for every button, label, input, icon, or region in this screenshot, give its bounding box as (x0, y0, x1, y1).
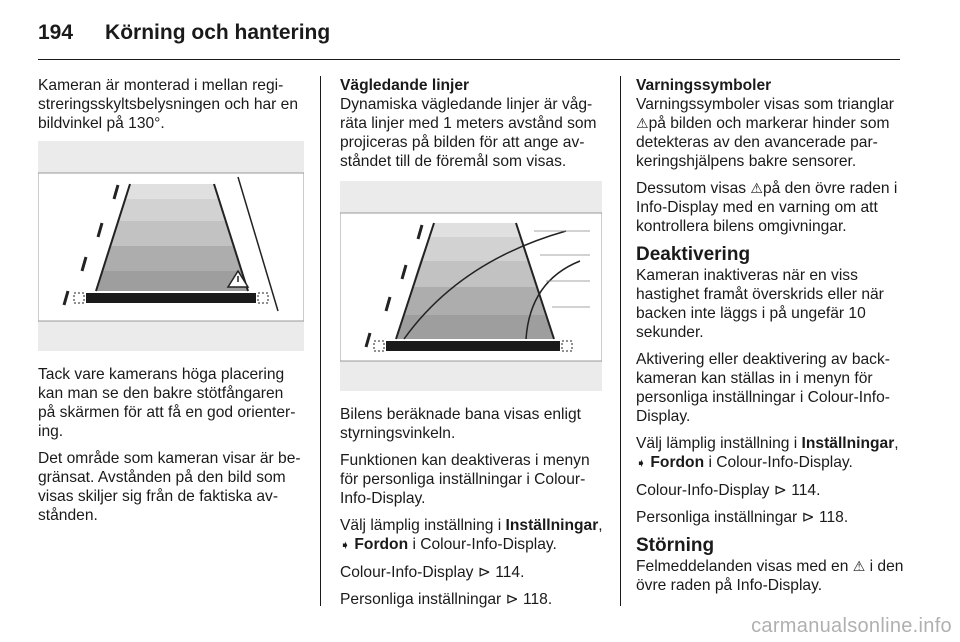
reference-arrow-icon: ⊳ (773, 482, 787, 499)
ref-page: 118. (523, 591, 553, 608)
section-heading: Varningssymboler (636, 77, 772, 94)
ref-text: Personliga inställningar (340, 591, 502, 608)
warning-triangle-icon: ⚠ (636, 115, 649, 131)
arrow-right-icon: ➧ (636, 456, 647, 470)
reference-arrow-icon: ⊳ (505, 591, 519, 608)
paragraph: Dessutom visas ⚠på den övre raden i Info… (636, 179, 904, 236)
menu-term: Inställningar (505, 517, 599, 534)
reference-arrow-icon: ⊳ (477, 564, 491, 581)
text: på den övre raden i Info-Display med en … (636, 180, 898, 235)
paragraph: Varningssymboler visas som trianglar ⚠på … (636, 95, 904, 171)
settings-path: Välj lämplig inställning i Inställningar… (340, 516, 606, 555)
camera-view-illustration (38, 172, 304, 322)
ref-text: Personliga inställningar (636, 509, 798, 526)
ref-text: Colour-Info-Display (636, 482, 770, 499)
column-divider (620, 76, 621, 606)
paragraph: Bilens beräknade bana visas enligt styrn… (340, 406, 581, 442)
chapter-title: Körning och hantering (105, 21, 331, 44)
camera-view-figure (38, 141, 304, 351)
column-1: Kameran är monterad i mellan regi-streri… (38, 76, 304, 533)
text: Välj lämplig inställning i (340, 517, 506, 534)
warning-triangle-icon: ⚠ (852, 558, 866, 574)
text: Välj lämplig inställning i (636, 435, 802, 452)
paragraph: Felmeddelanden visas med en ⚠ i den övre… (636, 557, 904, 595)
paragraph: Dynamiska vägledande linjer är våg-räta … (340, 96, 597, 170)
ref-page: 114. (495, 564, 525, 581)
paragraph: Tack vare kamerans höga placering kan ma… (38, 366, 296, 440)
page-header: 194 Körning och hantering (38, 18, 330, 48)
section-heading: Störning (636, 535, 715, 556)
header-rule (38, 59, 900, 60)
menu-term: Fordon (650, 454, 705, 471)
text: i den övre raden på Info-Display. (636, 558, 904, 594)
guide-lines-figure (340, 181, 602, 391)
ref-page: 114. (791, 482, 821, 499)
watermark: carmanualsonline.info (751, 615, 952, 637)
text: Dessutom visas (636, 180, 747, 197)
page-reference: Colour-Info-Display ⊳ 114. (340, 563, 606, 582)
warning-triangle-icon: ⚠ (750, 180, 763, 196)
page-reference: Personliga inställningar ⊳ 118. (636, 508, 904, 527)
text: på bilden och markerar hinder som detekt… (636, 115, 890, 170)
arrow-right-icon: ➧ (340, 538, 351, 552)
ref-text: Colour-Info-Display (340, 564, 474, 581)
text: , (598, 517, 603, 534)
text: i Colour-Info-Display. (704, 454, 853, 471)
page-reference: Personliga inställningar ⊳ 118. (340, 590, 606, 609)
paragraph: Kameran är monterad i mellan regi-streri… (38, 77, 299, 132)
paragraph: Funktionen kan deaktiveras i menyn för p… (340, 452, 590, 507)
ref-page: 118. (819, 509, 849, 526)
text: , (894, 435, 899, 452)
section-heading: Vägledande linjer (340, 77, 470, 94)
page-reference: Colour-Info-Display ⊳ 114. (636, 481, 904, 500)
column-2: Vägledande linjer Dynamiska vägledande l… (340, 76, 606, 617)
reference-arrow-icon: ⊳ (801, 509, 815, 526)
paragraph: Det område som kameran visar är be-gräns… (38, 450, 301, 524)
column-3: Varningssymboler Varningssymboler visas … (636, 76, 904, 603)
page-number: 194 (38, 21, 74, 44)
column-divider (320, 76, 321, 606)
paragraph: Aktivering eller deaktivering av back-ka… (636, 351, 890, 425)
settings-path: Välj lämplig inställning i Inställningar… (636, 434, 904, 473)
text: Varningssymboler visas som trianglar (636, 96, 894, 113)
menu-term: Inställningar (801, 435, 895, 452)
section-heading: Deaktivering (636, 244, 751, 265)
text: i Colour-Info-Display. (408, 536, 557, 553)
text: Felmeddelanden visas med en (636, 558, 849, 575)
guide-lines-illustration (340, 212, 602, 362)
menu-term: Fordon (354, 536, 409, 553)
paragraph: Kameran inaktiveras när en viss hastighe… (636, 267, 884, 341)
